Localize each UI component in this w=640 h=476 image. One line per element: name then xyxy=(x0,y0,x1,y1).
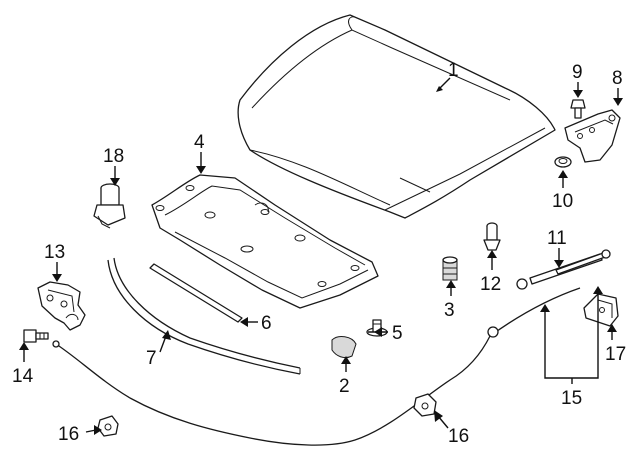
callout-8: 8 xyxy=(612,68,623,89)
callout-7: 7 xyxy=(146,348,157,369)
callout-labels: 1 2 3 4 5 6 7 8 9 10 11 12 13 14 15 16 1… xyxy=(12,60,626,447)
callout-10: 10 xyxy=(552,191,573,212)
hood-bumper xyxy=(331,336,357,359)
callout-3: 3 xyxy=(444,300,455,321)
callout-13: 13 xyxy=(44,242,65,263)
cable-bracket xyxy=(583,293,619,327)
callout-5: 5 xyxy=(392,323,403,344)
callout-9: 9 xyxy=(572,62,583,83)
callout-18: 18 xyxy=(103,146,124,167)
callout-2: 2 xyxy=(339,376,350,397)
seal-strip xyxy=(149,263,243,323)
lift-support xyxy=(516,249,611,290)
cable-clip-right xyxy=(413,393,437,417)
callout-16-right: 16 xyxy=(448,426,469,447)
callout-4: 4 xyxy=(194,132,205,153)
latch-bolt xyxy=(23,329,49,343)
cable-clip-left xyxy=(97,415,119,437)
callout-1: 1 xyxy=(448,60,459,81)
callout-12: 12 xyxy=(480,274,501,295)
callout-14: 14 xyxy=(12,366,34,387)
hood-hinge xyxy=(564,109,621,163)
hood-switch xyxy=(93,183,126,229)
hood-latch xyxy=(37,281,86,331)
hood-panel xyxy=(237,14,556,219)
release-cable xyxy=(52,287,581,446)
hinge-nut xyxy=(554,156,572,168)
callout-17: 17 xyxy=(605,344,626,365)
callout-6: 6 xyxy=(261,313,272,334)
callout-11: 11 xyxy=(547,228,567,249)
hood-insulator xyxy=(151,174,379,309)
callout-15: 15 xyxy=(561,388,582,409)
hinge-bolt xyxy=(570,99,586,119)
front-weatherstrip xyxy=(107,257,301,375)
hood-cushion xyxy=(442,256,458,281)
prop-clip xyxy=(483,222,501,251)
callout-16-left: 16 xyxy=(58,424,79,445)
leader-lines xyxy=(19,77,623,435)
